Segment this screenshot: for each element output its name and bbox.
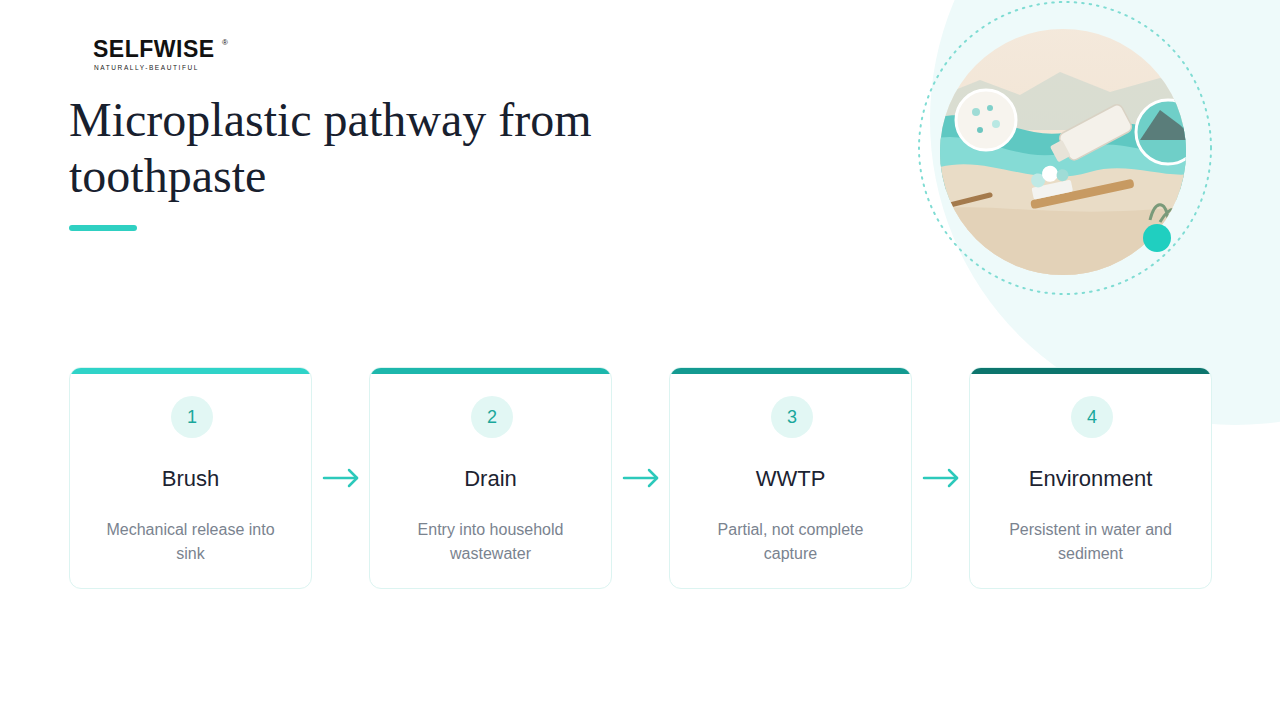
step-number-circle: 2 bbox=[471, 396, 513, 438]
step-description: Mechanical release into sink bbox=[92, 518, 289, 566]
step-card: DrainEntry into household wastewater 2 bbox=[369, 367, 612, 589]
arrow-line bbox=[324, 477, 357, 480]
step-description: Persistent in water and sediment bbox=[992, 518, 1189, 566]
arrow-head bbox=[649, 470, 657, 486]
arrow-head bbox=[949, 470, 957, 486]
brand-tagline: NATURALLY-BEAUTIFUL bbox=[94, 64, 199, 72]
step-heading: WWTP bbox=[670, 466, 911, 492]
title-underline bbox=[69, 225, 137, 231]
arrow-line bbox=[924, 477, 957, 480]
step-heading: Brush bbox=[70, 466, 311, 492]
accent-dot bbox=[1143, 224, 1171, 252]
flow-arrow bbox=[924, 470, 957, 486]
illustration bbox=[930, 20, 1200, 290]
dotted-ring bbox=[919, 2, 1211, 294]
step-card: EnvironmentPersistent in water and sedim… bbox=[969, 367, 1212, 589]
step-number-circle: 4 bbox=[1071, 396, 1113, 438]
card-top-strip bbox=[370, 368, 611, 374]
step-heading: Drain bbox=[370, 466, 611, 492]
step-description: Entry into household wastewater bbox=[392, 518, 589, 566]
brand-logo: SELFWISE bbox=[93, 36, 215, 62]
step-number-circle: 1 bbox=[171, 396, 213, 438]
step-heading: Environment bbox=[970, 466, 1211, 492]
card-top-strip bbox=[70, 368, 311, 374]
arrow-line bbox=[624, 477, 657, 480]
step-card: WWTP Partial, not complete capture 3 bbox=[669, 367, 912, 589]
card-top-strip bbox=[670, 368, 911, 374]
backdrop-circle bbox=[930, 0, 1280, 425]
step-card: BrushMechanical release into sink 1 bbox=[69, 367, 312, 589]
callout-number: 1 bbox=[187, 407, 197, 428]
callout-number: 3 bbox=[787, 407, 797, 428]
card-top-strip bbox=[970, 368, 1211, 374]
step-number-circle: 3 bbox=[771, 396, 813, 438]
flow-arrow bbox=[324, 470, 357, 486]
callout-number: 2 bbox=[487, 407, 497, 428]
registered-mark: ® bbox=[222, 38, 228, 48]
slide-title: Microplastic pathway from toothpaste bbox=[69, 92, 689, 204]
callout-number: 4 bbox=[1087, 407, 1097, 428]
arrow-head bbox=[349, 470, 357, 486]
flow-arrow bbox=[624, 470, 657, 486]
step-description: Partial, not complete capture bbox=[692, 518, 889, 566]
